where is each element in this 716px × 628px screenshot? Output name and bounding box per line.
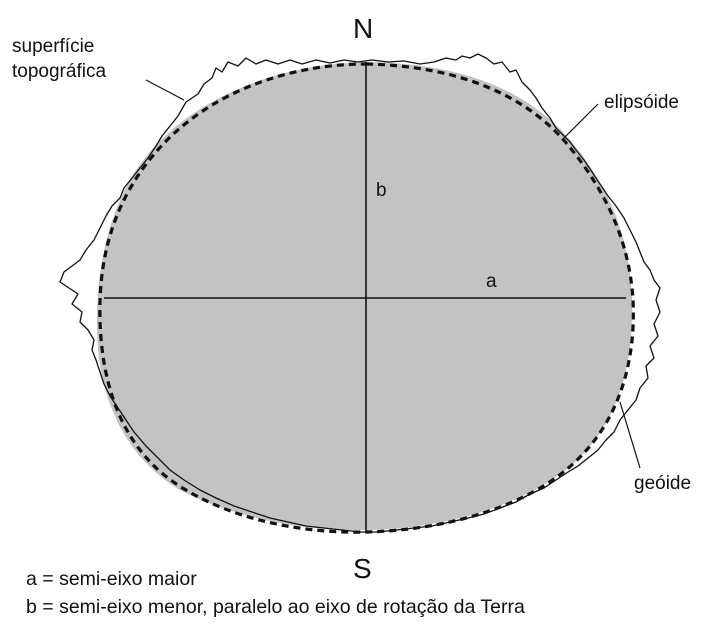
south-pole-label: S (353, 553, 372, 584)
topographic-surface-label-line1: superfície (12, 36, 94, 57)
topographic-surface-curve (59, 53, 661, 533)
topographic-surface-label-line2: topográfica (12, 61, 106, 82)
topographic-surface-leader (145, 79, 185, 101)
ellipsoid-leader (563, 103, 599, 139)
geoid-leader (619, 401, 641, 469)
semi-minor-axis-label: b (376, 180, 387, 201)
geoid-shape (97, 62, 633, 531)
geoid-label: geóide (634, 473, 691, 494)
legend-semi-minor: b = semi-eixo menor, paralelo ao eixo de… (26, 596, 525, 618)
legend-semi-major: a = semi-eixo maior (26, 568, 197, 590)
north-pole-label: N (353, 13, 373, 44)
semi-major-axis-label: a (486, 271, 497, 292)
ellipsoid-label: elipsóide (604, 92, 679, 113)
